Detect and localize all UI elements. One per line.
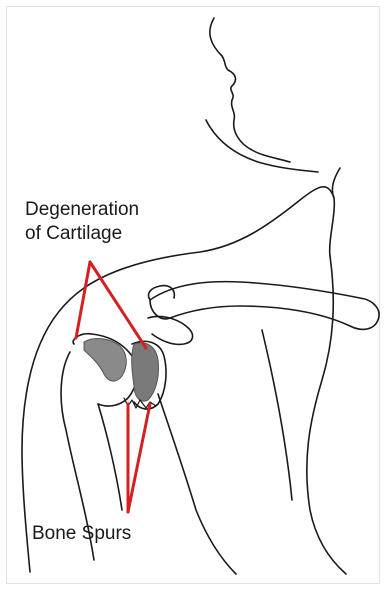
degeneration-label-line1: Degeneration <box>25 198 139 222</box>
arm-inner-outline <box>307 256 346 574</box>
coracoid-process <box>148 316 193 344</box>
spurs-pointer-right <box>128 404 150 512</box>
humerus-neck <box>98 404 122 510</box>
bone-spurs-label: Bone Spurs <box>32 522 131 546</box>
spurs-pointer <box>128 404 150 512</box>
cartilage-pointer <box>76 262 146 348</box>
degeneration-label: Degeneration of Cartilage <box>25 198 139 246</box>
cartilage-glenoid <box>132 343 159 401</box>
torso-side <box>262 330 292 500</box>
neck-front <box>332 168 340 198</box>
clavicle-bone <box>150 282 379 330</box>
degeneration-label-line2: of Cartilage <box>25 222 139 246</box>
humerus-shaft-right <box>158 394 236 574</box>
cartilage-pointer-left <box>76 262 90 338</box>
jaw-line <box>206 120 318 172</box>
